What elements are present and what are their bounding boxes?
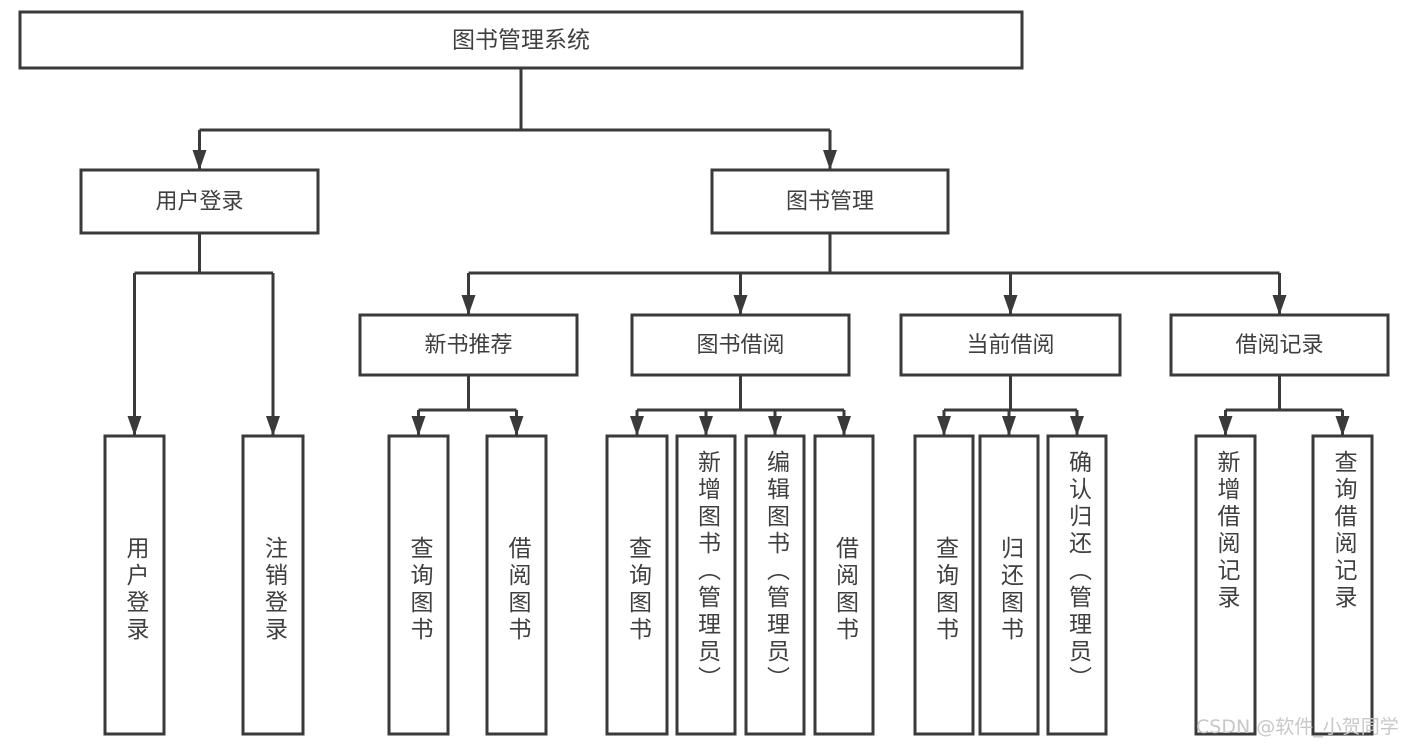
node-box[interactable] [485, 434, 548, 736]
node-box[interactable] [675, 434, 737, 736]
arrow-head [266, 416, 280, 436]
arrow-head [461, 295, 476, 315]
node-book-borrow[interactable]: 图书借阅 [630, 313, 851, 377]
node-box[interactable] [103, 434, 166, 736]
node-label: 图书管理系统 [452, 28, 590, 54]
node-leaf-borrow-book-1[interactable] [485, 434, 548, 736]
arrow-head [937, 416, 951, 436]
node-root[interactable]: 图书管理系统 [18, 10, 1024, 70]
node-box[interactable] [358, 313, 579, 377]
arrow-head [411, 416, 426, 436]
node-label: 当前借阅 [966, 333, 1054, 358]
node-label: 图书管理 [786, 190, 874, 215]
arrow-head [127, 416, 142, 436]
arrow-head [823, 150, 837, 170]
arrow-head [733, 295, 748, 315]
node-box[interactable] [630, 313, 851, 377]
node-box[interactable] [744, 434, 806, 736]
edges-layer [127, 68, 1350, 436]
node-leaf-query-book-2[interactable] [605, 434, 669, 736]
node-box[interactable] [79, 168, 320, 235]
node-box[interactable] [978, 434, 1040, 736]
node-box[interactable] [605, 434, 669, 736]
node-leaf-add-book-admin[interactable] [675, 434, 737, 736]
arrow-head [1335, 416, 1350, 436]
node-box[interactable] [1194, 434, 1257, 736]
node-box[interactable] [1311, 434, 1374, 736]
node-box[interactable] [913, 434, 975, 736]
node-leaf-query-borrow-record[interactable] [1311, 434, 1374, 736]
node-current-borrow[interactable]: 当前借阅 [899, 313, 1122, 377]
arrow-head [1070, 416, 1084, 436]
node-user-login[interactable]: 用户登录 [79, 168, 320, 235]
node-box[interactable] [241, 434, 305, 736]
node-leaf-logout-login[interactable] [241, 434, 305, 736]
arrow-head [192, 150, 207, 170]
arrow-head [1002, 416, 1016, 436]
node-leaf-add-borrow-record[interactable] [1194, 434, 1257, 736]
node-book-manage[interactable]: 图书管理 [710, 168, 950, 235]
node-box[interactable] [710, 168, 950, 235]
node-leaf-return-book[interactable] [978, 434, 1040, 736]
node-label: 用户登录 [155, 190, 243, 215]
node-leaf-user-login[interactable] [103, 434, 166, 736]
arrow-head [1272, 295, 1287, 315]
node-label: 借阅记录 [1235, 333, 1323, 358]
node-box[interactable] [387, 434, 450, 736]
node-leaf-confirm-return-admin[interactable] [1046, 434, 1108, 736]
node-box[interactable] [18, 10, 1024, 70]
arrow-head [837, 416, 851, 436]
arrow-head [509, 416, 524, 436]
node-borrow-record[interactable]: 借阅记录 [1169, 313, 1390, 377]
node-box[interactable] [813, 434, 875, 736]
node-leaf-query-book-1[interactable] [387, 434, 450, 736]
arrow-head [768, 416, 782, 436]
arrow-head [630, 416, 644, 436]
node-box[interactable] [1169, 313, 1390, 377]
node-box[interactable] [899, 313, 1122, 377]
arrow-head [699, 416, 713, 436]
node-label: 图书借阅 [696, 333, 784, 358]
arrow-head [1003, 295, 1018, 315]
arrow-head [1218, 416, 1233, 436]
node-leaf-query-book-3[interactable] [913, 434, 975, 736]
node-leaf-edit-book-admin[interactable] [744, 434, 806, 736]
node-box[interactable] [1046, 434, 1108, 736]
node-label: 新书推荐 [424, 333, 512, 358]
node-new-book-recommend[interactable]: 新书推荐 [358, 313, 579, 377]
node-leaf-borrow-book-2[interactable] [813, 434, 875, 736]
